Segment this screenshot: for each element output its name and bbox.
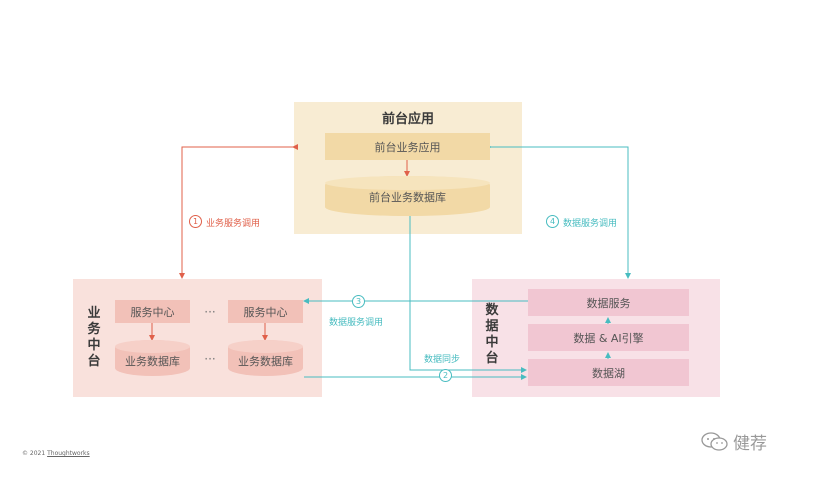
business-db-2-label: 业务数据库 <box>238 355 293 368</box>
db-ellipsis: ··· <box>204 352 216 366</box>
copyright-footer: © 2021 Thoughtworks <box>22 450 90 457</box>
flow-2-badge: 2 <box>439 369 452 382</box>
flow-3-badge: 3 <box>352 295 365 308</box>
service-center-1: 服务中心 <box>115 300 190 323</box>
front-business-db-label: 前台业务数据库 <box>369 191 446 204</box>
wechat-watermark: 健荐 <box>700 429 767 454</box>
business-db-2-top <box>228 340 303 353</box>
flow-3-label: 数据服务调用 <box>329 318 384 328</box>
brand-link[interactable]: Thoughtworks <box>47 450 90 457</box>
watermark-text: 健荐 <box>733 434 767 454</box>
front-db-cylinder-top <box>325 176 490 190</box>
flow-1-line <box>179 144 298 279</box>
business-platform-panel <box>73 279 322 397</box>
copyright-text: © 2021 <box>22 450 46 457</box>
front-business-app: 前台业务应用 <box>325 133 490 160</box>
service-ellipsis: ··· <box>204 305 216 319</box>
front-app-title: 前台应用 <box>381 112 434 127</box>
flow-4-label: 数据服务调用 <box>563 219 618 229</box>
flow-2-label: 数据同步 <box>424 355 461 365</box>
flow-4-line <box>486 144 631 279</box>
wechat-icon <box>701 431 728 451</box>
business-db-1-top <box>115 340 190 353</box>
data-platform-title: 数据中台 <box>485 303 499 366</box>
flow-1-label: 业务服务调用 <box>206 219 261 229</box>
business-db-1-label: 业务数据库 <box>125 355 180 368</box>
service-center-2: 服务中心 <box>228 300 303 323</box>
business-platform-title: 业务中台 <box>87 306 101 369</box>
flow-1-badge: 1 <box>189 215 202 228</box>
data-ai-engine: 数据 & AI引擎 <box>528 324 689 351</box>
data-service: 数据服务 <box>528 289 689 316</box>
data-lake: 数据湖 <box>528 359 689 386</box>
flow-2-line-front <box>409 216 527 373</box>
flow-4-badge: 4 <box>546 215 559 228</box>
